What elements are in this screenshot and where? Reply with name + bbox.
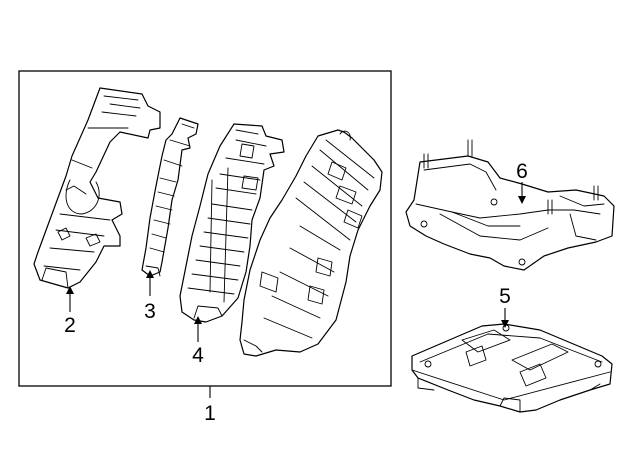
part-4-connector-block bbox=[179, 123, 285, 323]
arrow-3 bbox=[146, 270, 154, 278]
part-6-mounting-bracket bbox=[405, 139, 615, 271]
part-3-retainer bbox=[141, 117, 199, 277]
callout-6: 6 bbox=[516, 160, 528, 183]
arrow-5 bbox=[501, 320, 509, 328]
arrow-4 bbox=[194, 316, 202, 324]
callout-4: 4 bbox=[192, 344, 204, 367]
part-2-cover bbox=[33, 87, 161, 289]
part-5-control-module bbox=[411, 323, 613, 413]
callout-2: 2 bbox=[64, 314, 76, 337]
arrow-6 bbox=[518, 196, 526, 204]
callout-1: 1 bbox=[204, 402, 216, 425]
callout-5: 5 bbox=[499, 285, 511, 308]
part-1-junction-block bbox=[239, 129, 383, 357]
arrow-2 bbox=[66, 286, 74, 294]
assembly-frame bbox=[18, 70, 392, 387]
callout-labels: 1 2 3 4 5 6 bbox=[64, 160, 528, 425]
leader-lines bbox=[66, 182, 526, 398]
callout-3: 3 bbox=[144, 300, 156, 323]
